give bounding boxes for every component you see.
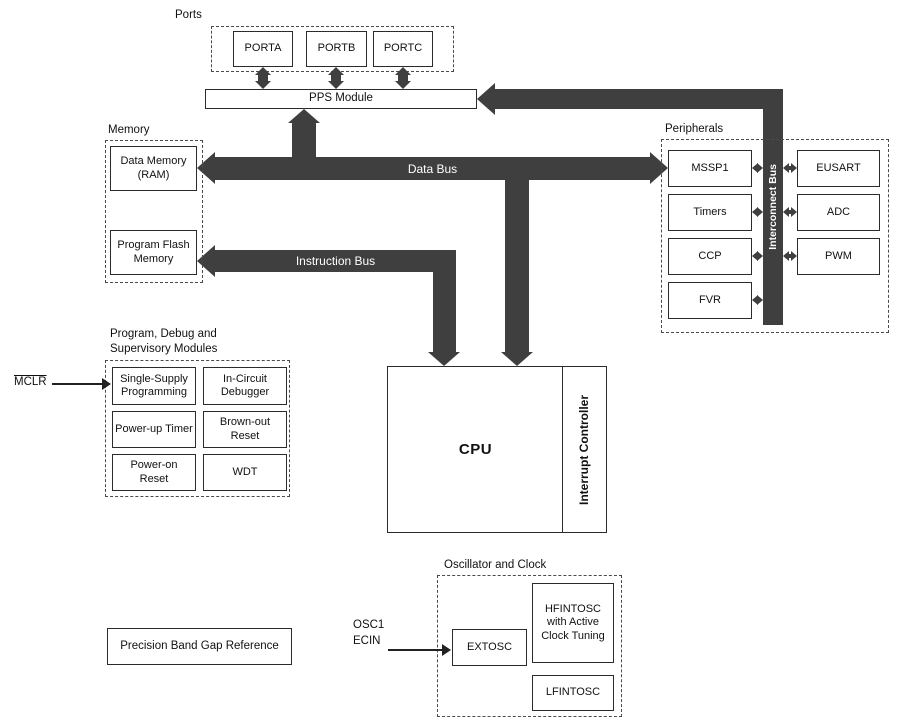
instruction-bus-cpu-branch: [433, 272, 456, 352]
osc1-arrow-line: [388, 649, 442, 651]
pps-module-block: PPS Module: [205, 89, 477, 109]
arrow-right-icon: [757, 207, 763, 217]
ecin-label: ECIN: [353, 635, 381, 647]
arrow-up-icon: [395, 67, 411, 75]
memory-group: [105, 140, 203, 283]
arrow-up-icon: [328, 67, 344, 75]
connector-bar: [398, 74, 408, 82]
oscillator-group-label: Oscillator and Clock: [444, 559, 547, 571]
timers-block: Timers: [668, 194, 752, 231]
debug-group: [105, 360, 290, 497]
mssp1-block: MSSP1: [668, 150, 752, 187]
data-bus-pps-arrowhead: [288, 109, 320, 123]
data-memory-block: Data Memory (RAM): [110, 146, 197, 191]
wdt-block: WDT: [203, 454, 287, 491]
arrow-left-icon: [783, 251, 789, 261]
debug-group-label-line2: Supervisory Modules: [110, 343, 218, 355]
cpu-block: CPU Interrupt Controller: [387, 366, 607, 533]
brown-out-reset-block: Brown-out Reset: [203, 411, 287, 448]
arrow-right-icon: [102, 378, 111, 390]
arrow-right-icon: [757, 163, 763, 173]
arrow-up-icon: [255, 67, 271, 75]
arrow-left-icon: [752, 251, 758, 261]
data-bus-right-arrowhead: [650, 152, 668, 184]
arrow-right-icon: [757, 295, 763, 305]
arrow-down-icon: [255, 81, 271, 89]
interrupt-controller-label: Interrupt Controller: [576, 394, 591, 505]
connector-bar: [331, 74, 341, 82]
data-bus-label: Data Bus: [407, 161, 458, 176]
ports-group-label: Ports: [175, 9, 202, 21]
memory-group-label: Memory: [108, 124, 150, 136]
data-bus: Data Bus: [215, 157, 650, 180]
arrow-left-icon: [752, 207, 758, 217]
pps-interconnect-bus: [495, 89, 763, 109]
cpu-label: CPU: [458, 440, 493, 458]
single-supply-programming-block: Single-Supply Programming: [112, 367, 196, 405]
adc-block: ADC: [797, 194, 880, 231]
arrow-right-icon: [791, 163, 797, 173]
ccp-block: CCP: [668, 238, 752, 275]
power-on-reset-block: Power-on Reset: [112, 454, 196, 491]
arrow-right-icon: [757, 251, 763, 261]
data-bus-left-arrowhead: [197, 152, 215, 184]
data-bus-cpu-branch: [505, 180, 529, 352]
connector-bar: [258, 74, 268, 82]
arrow-left-icon: [752, 163, 758, 173]
instruction-bus: Instruction Bus: [215, 250, 456, 272]
lfintosc-block: LFINTOSC: [532, 675, 614, 711]
data-bus-pps-branch: [292, 123, 316, 157]
arrow-left-icon: [783, 163, 789, 173]
instruction-bus-cpu-arrowhead: [428, 352, 460, 366]
arrow-left-icon: [752, 295, 758, 305]
pps-bus-arrowhead: [477, 83, 495, 115]
arrow-right-icon: [442, 644, 451, 656]
hfintosc-block: HFINTOSC with Active Clock Tuning: [532, 583, 614, 663]
arrow-left-icon: [783, 207, 789, 217]
in-circuit-debugger-block: In-Circuit Debugger: [203, 367, 287, 405]
portc-block: PORTC: [373, 31, 433, 67]
oscillator-group: [437, 575, 622, 717]
arrow-down-icon: [328, 81, 344, 89]
program-flash-block: Program Flash Memory: [110, 230, 197, 275]
interrupt-controller-strip: Interrupt Controller: [562, 367, 606, 532]
instruction-bus-arrowhead: [197, 245, 215, 277]
extosc-block: EXTOSC: [452, 629, 527, 666]
connector-bar: [787, 254, 792, 258]
arrow-right-icon: [791, 207, 797, 217]
interconnect-bus: Interconnect Bus: [763, 89, 783, 325]
band-gap-block: Precision Band Gap Reference: [107, 628, 292, 665]
debug-group-label-line1: Program, Debug and: [110, 328, 217, 340]
fvr-block: FVR: [668, 282, 752, 319]
peripherals-group: [661, 139, 889, 333]
pwm-block: PWM: [797, 238, 880, 275]
data-bus-cpu-arrowhead: [501, 352, 533, 366]
connector-bar: [787, 166, 792, 170]
power-up-timer-block: Power-up Timer: [112, 411, 196, 448]
porta-block: PORTA: [233, 31, 293, 67]
arrow-down-icon: [395, 81, 411, 89]
mclr-label: MCLR: [14, 376, 47, 388]
osc1-label: OSC1: [353, 619, 385, 631]
connector-bar: [787, 210, 792, 214]
portb-block: PORTB: [306, 31, 367, 67]
mclr-arrow-line: [52, 383, 103, 385]
arrow-right-icon: [791, 251, 797, 261]
peripherals-group-label: Peripherals: [665, 123, 724, 135]
eusart-block: EUSART: [797, 150, 880, 187]
instruction-bus-label: Instruction Bus: [295, 254, 376, 268]
